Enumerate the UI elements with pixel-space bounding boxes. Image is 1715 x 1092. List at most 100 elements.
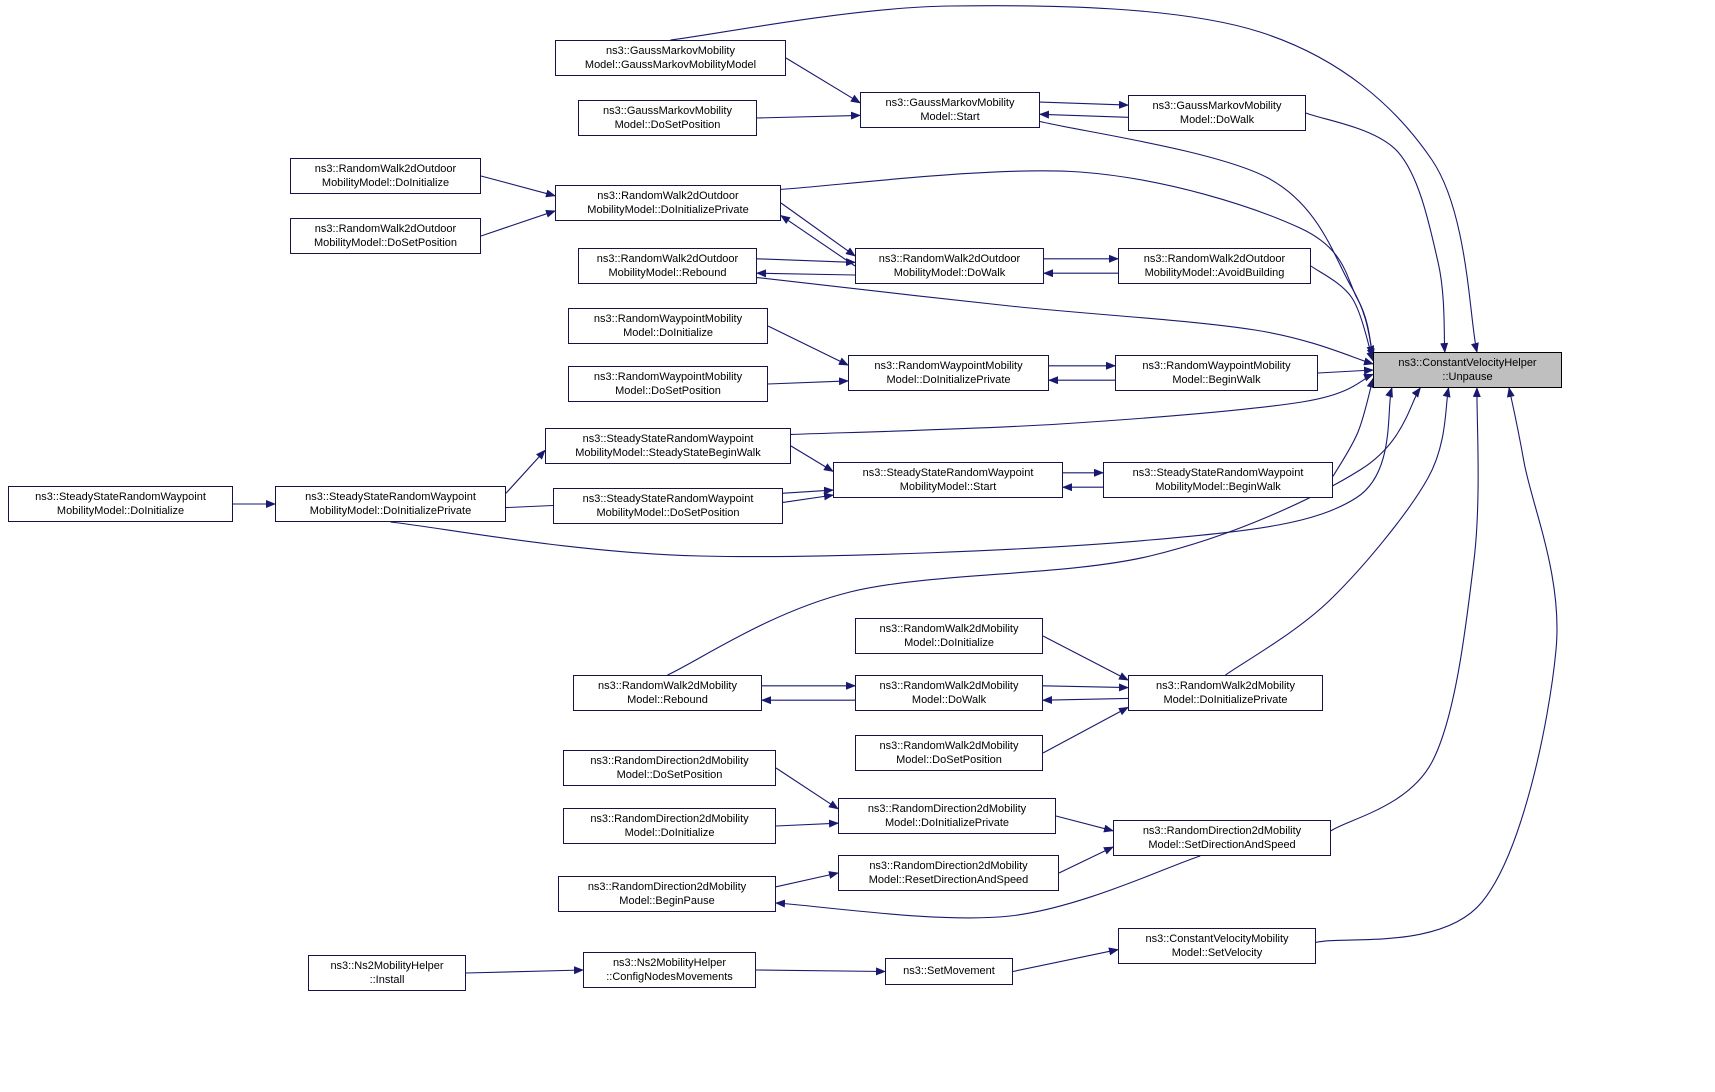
node-label-line: ns3::RandomWalk2dOutdoor	[314, 222, 457, 235]
node-label-line: ns3::Ns2MobilityHelper	[612, 956, 727, 969]
node-label-line: Model::Start	[920, 111, 980, 123]
node-label-line: Model::DoSetPosition	[614, 119, 721, 131]
node-label-line: ns3::RandomWaypointMobility	[874, 359, 1023, 372]
edge-rd2_setdir-to-rd2_beginpause	[775, 855, 1201, 919]
edge-gm_ctor-to-gm_start	[785, 57, 861, 104]
edge-rd2_setdir-to-unpause	[1330, 387, 1481, 832]
node-label-line: Model::DoInitializePrivate	[884, 817, 1010, 829]
graph-node-ns2_install[interactable]: ns3::Ns2MobilityHelper::Install	[308, 955, 466, 991]
node-label-line: Model::GaussMarkovMobilityModel	[584, 59, 757, 71]
node-label-line: ns3::RandomWalk2dOutdoor	[1143, 252, 1286, 265]
node-label-line: ns3::RandomDirection2dMobility	[867, 802, 1027, 815]
node-label-line: ns3::ConstantVelocityMobility	[1145, 932, 1289, 945]
edge-rd2_doinitpriv-to-rd2_setdir	[1055, 815, 1114, 833]
node-label-line: ns3::RandomDirection2dMobility	[590, 812, 749, 825]
edge-ssrw_doinitpriv-to-ssrw_ssbw	[505, 449, 546, 494]
edge-ssrw_ssbw-to-ssrw_start	[790, 445, 834, 472]
edge-gm_dosetpos-to-gm_start	[756, 111, 861, 120]
edge-ssrw_doinitpriv-to-unpause	[390, 387, 1393, 558]
node-label-line: ns3::GaussMarkovMobility	[603, 104, 732, 117]
node-label-line: ns3::SteadyStateRandomWaypoint	[582, 432, 754, 445]
node-label-line: ns3::RandomWaypointMobility	[1142, 359, 1291, 372]
graph-node-setmovement[interactable]: ns3::SetMovement	[885, 958, 1013, 985]
node-label-line: MobilityModel::DoInitializePrivate	[587, 204, 749, 216]
node-label-line: Model::DoSetPosition	[616, 769, 723, 781]
node-label-line: ns3::GaussMarkovMobility	[606, 44, 735, 57]
edge-rwo_doinitpriv-to-rwo_dowalk	[780, 202, 856, 257]
node-label-line: ns3::RandomWalk2dMobility	[1156, 679, 1295, 692]
edge-gm_dowalk-to-gm_start	[1039, 110, 1129, 119]
graph-node-unpause: ns3::ConstantVelocityHelper::Unpause	[1373, 352, 1562, 388]
edge-rwo_avoid-to-unpause	[1310, 265, 1374, 362]
node-label-line: MobilityModel::DoSetPosition	[596, 507, 740, 519]
edge-rwp_dosetpos-to-rwp_doinitpriv	[767, 377, 849, 386]
edge-gm_dowalk-to-unpause	[1305, 112, 1449, 353]
graph-node-ns2_config[interactable]: ns3::Ns2MobilityHelper::ConfigNodesMovem…	[583, 952, 756, 988]
node-label-line: Model::DoSetPosition	[615, 385, 721, 397]
edge-rwo_dowalk-to-rwo_rebound	[756, 269, 856, 278]
node-label-line: Model::DoInitialize	[623, 327, 713, 339]
edge-rd2_doinit-to-rd2_doinitpriv	[775, 819, 839, 828]
edge-rw2_rebound-to-unpause	[667, 387, 1421, 676]
node-label-line: ns3::SteadyStateRandomWaypoint	[35, 490, 206, 503]
node-label-line: ns3::RandomWalk2dMobility	[598, 679, 737, 692]
node-label-line: ns3::RandomWaypointMobility	[593, 312, 743, 325]
edge-ns2_config-to-setmovement	[755, 967, 886, 976]
node-label-line: ns3::RandomDirection2dMobility	[1142, 824, 1302, 837]
node-label-line: Model::DoInitialize	[904, 637, 994, 649]
node-label-line: ns3::RandomWalk2dOutdoor	[314, 162, 457, 175]
node-label-line: Model::ResetDirectionAndSpeed	[868, 874, 1029, 886]
edge-rw2_dosetpos-to-rw2_doinitpriv	[1042, 706, 1129, 754]
edge-rw2_doinitpriv-to-unpause	[1225, 387, 1451, 676]
node-label-line: ns3::SteadyStateRandomWaypoint	[582, 492, 754, 505]
node-label-line: ns3::ConstantVelocityHelper	[1398, 356, 1537, 369]
node-label-line: Model::DoInitialize	[624, 827, 715, 839]
node-label-line: MobilityModel::Start	[899, 481, 997, 493]
node-label-line: ns3::RandomWalk2dMobility	[879, 679, 1019, 692]
edge-rw2_doinit-to-rw2_doinitpriv	[1042, 635, 1129, 681]
node-label-line: Model::SetDirectionAndSpeed	[1148, 839, 1296, 851]
node-label-line: Model::DoWalk	[1179, 114, 1255, 126]
node-label-line: MobilityModel::DoSetPosition	[313, 237, 458, 249]
edge-ssrw_beginwalk-to-unpause	[1332, 377, 1375, 477]
edge-gm_start-to-unpause	[1039, 120, 1375, 356]
node-label-line: ns3::RandomWalk2dOutdoor	[596, 252, 739, 265]
edge-rwo_dosetpos-to-rwo_doinitpriv	[480, 210, 556, 237]
edge-rwp_doinit-to-rwp_doinitpriv	[767, 325, 849, 366]
node-label-line: ns3::SteadyStateRandomWaypoint	[862, 466, 1034, 479]
node-label-line: Model::Rebound	[627, 694, 708, 706]
node-label-line: ns3::SteadyStateRandomWaypoint	[1132, 466, 1304, 479]
